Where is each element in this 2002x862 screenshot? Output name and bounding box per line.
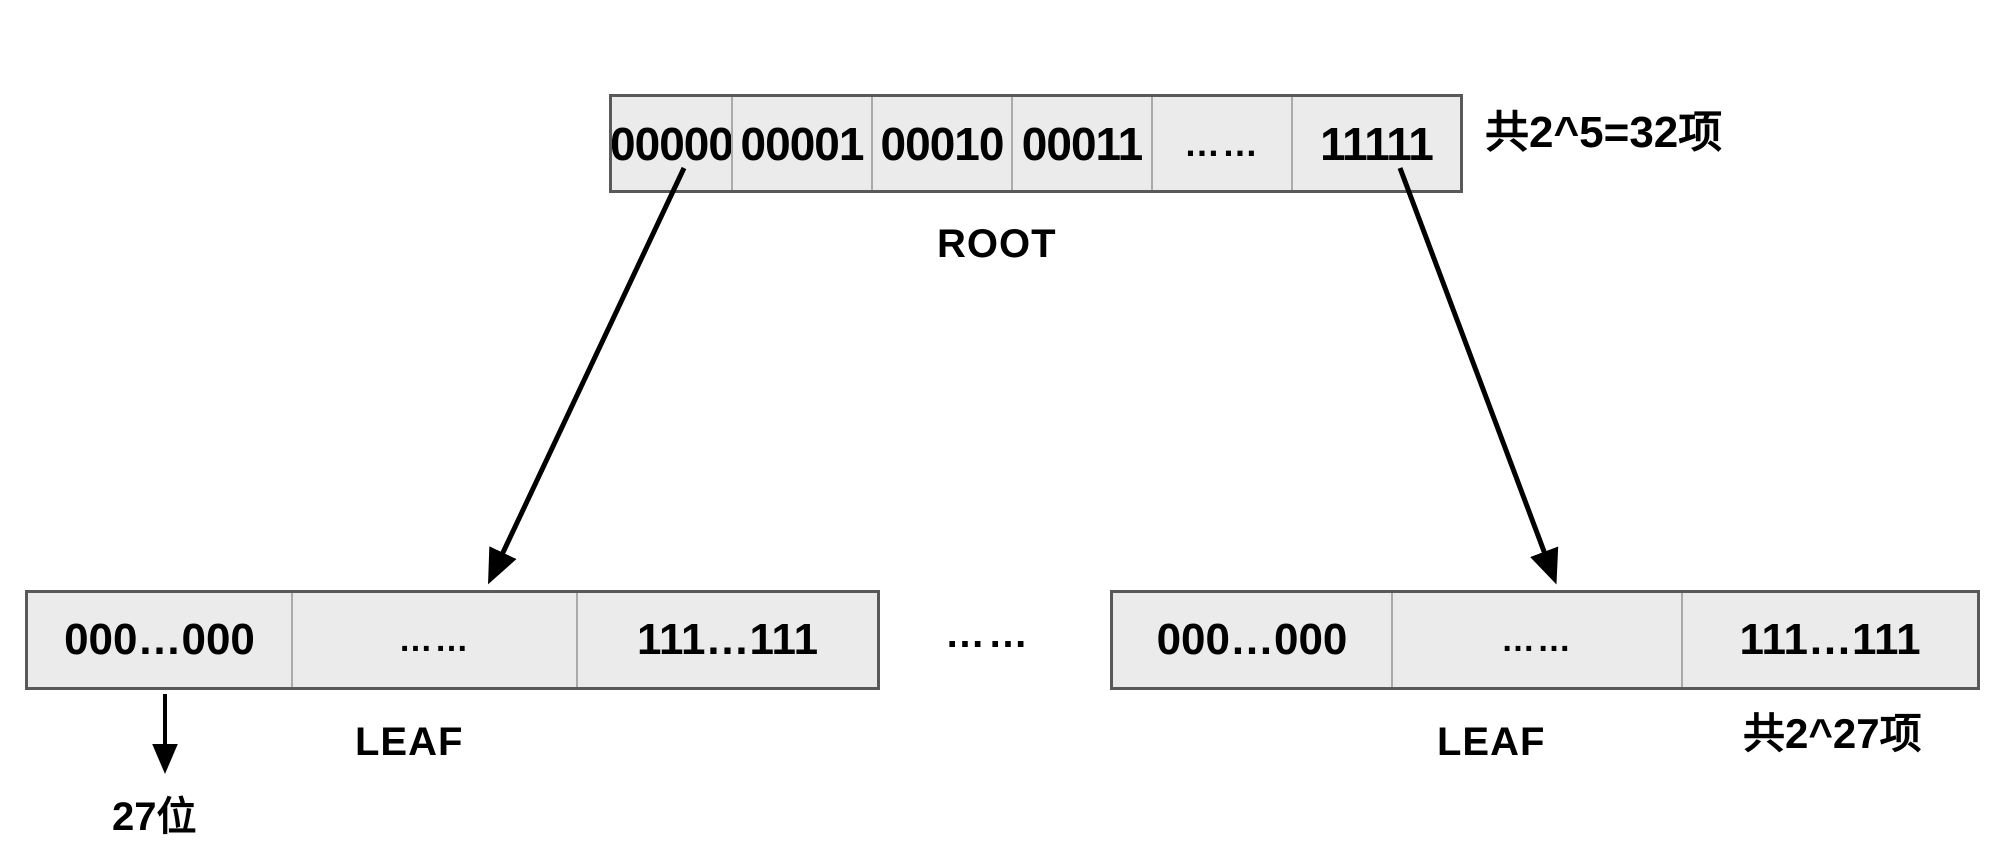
- leaf-right-cell-111[interactable]: 111…111: [1739, 615, 1921, 664]
- leaf-count-label: 共2^27项: [1743, 710, 1922, 757]
- root-cell-00000[interactable]: 00000: [612, 97, 733, 190]
- root-count-label: 共2^5=32项: [1485, 108, 1723, 157]
- leaf-right-cell-000[interactable]: 000…000: [1113, 593, 1393, 687]
- leaf-name-label-left: LEAF: [355, 720, 464, 764]
- leaves-between-ellipsis: ……: [945, 612, 1031, 656]
- leaf-table-left: 000…000 …… 111…111: [25, 590, 880, 690]
- leaf-table-right: 000…000 …… 111…111: [1110, 590, 1980, 690]
- leaf-name-label-right: LEAF: [1437, 720, 1546, 764]
- leaf-right-cell-ellipsis: ……: [1393, 593, 1683, 687]
- root-cell-00010[interactable]: 00010: [873, 97, 1013, 190]
- leaf-left-cell-000[interactable]: 000…000: [28, 593, 293, 687]
- leaf-left-cell-111[interactable]: 111…111: [636, 615, 819, 664]
- root-name-label: ROOT: [937, 222, 1057, 266]
- arrow-root-to-right-leaf: [1397, 167, 1559, 585]
- arrow-root-to-left-leaf: [488, 166, 687, 585]
- leaf-left-cell-ellipsis: ……: [293, 593, 578, 687]
- root-cell-00011[interactable]: 00011: [1013, 97, 1153, 190]
- root-cell-11111[interactable]: 11111: [1320, 117, 1434, 170]
- bits-label: 27位: [112, 795, 197, 839]
- root-table: 00000 00001 00010 00011 …… 11111: [609, 94, 1463, 193]
- root-cell-00001[interactable]: 00001: [733, 97, 873, 190]
- root-cell-ellipsis: ……: [1153, 97, 1293, 190]
